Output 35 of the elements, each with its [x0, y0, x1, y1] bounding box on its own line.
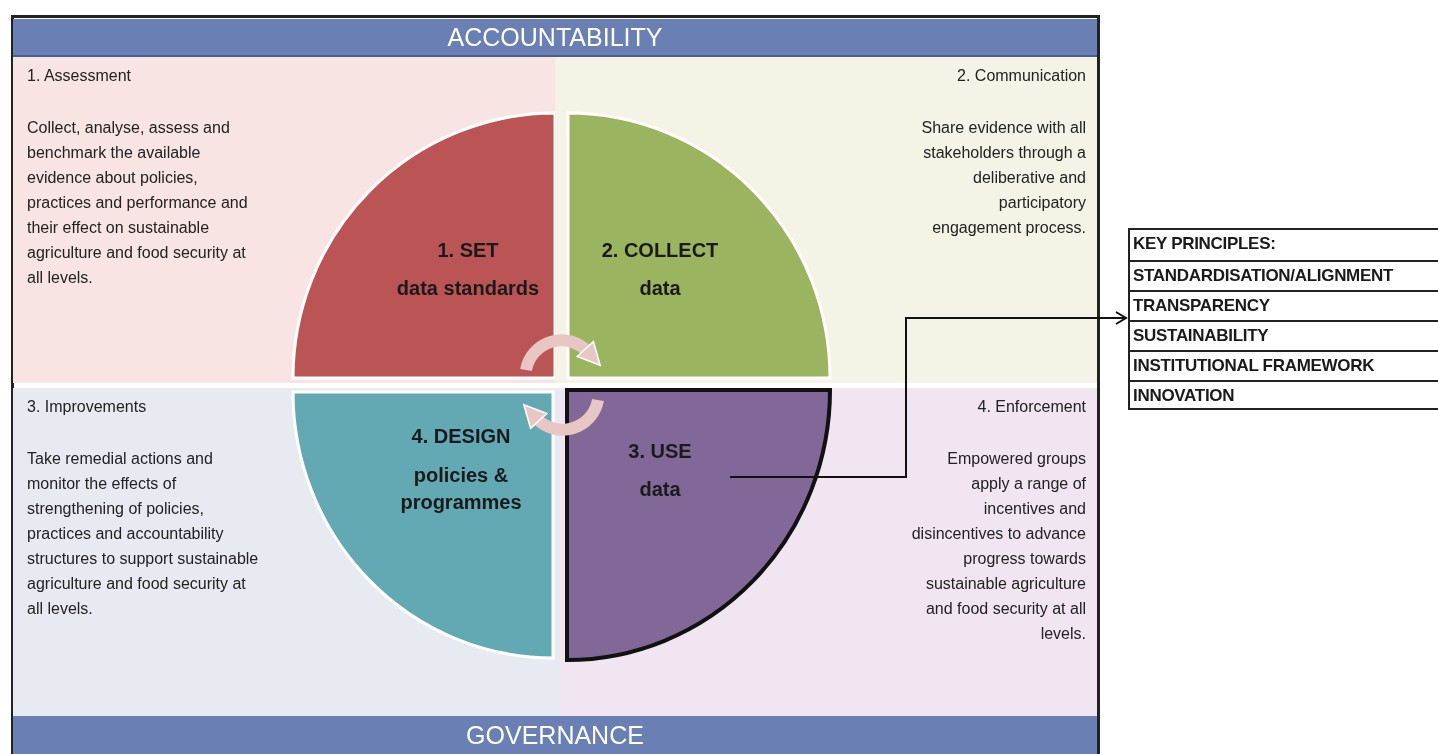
segment-label: 1. SET	[436, 238, 500, 263]
panel-heading: 2. Communication	[957, 67, 1086, 85]
panel-heading: 4. Enforcement	[977, 398, 1086, 416]
principles-table	[1128, 228, 1438, 410]
quadrant-panel	[13, 388, 560, 716]
connector-arrow	[729, 311, 1127, 478]
description-text: Empowered groups apply a range of incentives and disincentives to advance progress towards sustainable agriculture and food security at all levels.	[910, 449, 1086, 644]
quadrant-panel	[555, 57, 1097, 383]
segment-label: data standards	[395, 276, 541, 301]
segment-label: 2. COLLECT	[600, 238, 720, 263]
quadrant-panel	[13, 57, 555, 383]
quarter-circle-segment	[293, 113, 555, 378]
segment-label: policies & programmes	[399, 463, 523, 515]
table-cell: TRANSPARENCY	[1130, 290, 1438, 320]
segment-label: data	[638, 276, 682, 301]
description-text: Take remedial actions and monitor the effects of strengthening of policies, practices and accountability structures to support sustainable agriculture and food security at all levels.	[27, 449, 259, 619]
segment-label: 3. USE	[627, 439, 693, 464]
cycle-arrow	[522, 398, 604, 436]
quarter-circle-segment	[293, 392, 553, 658]
banner-band: GOVERNANCE	[13, 716, 1097, 754]
table-heading: KEY PRINCIPLES:	[1132, 233, 1277, 255]
table-cell: INNOVATION	[1130, 380, 1438, 410]
segment-label: data	[638, 477, 682, 502]
segment-label: 4. DESIGN	[410, 424, 512, 449]
panel-heading: 1. Assessment	[27, 67, 132, 85]
panel-heading: 3. Improvements	[27, 398, 147, 416]
description-text: Collect, analyse, assess and benchmark the available evidence about policies, practices and performance and their effect on sustainable agriculture and food security at all levels.	[27, 118, 249, 288]
quadrant-panel	[560, 388, 1097, 716]
table-cell: STANDARDISATION/ALIGNMENT	[1130, 260, 1438, 290]
table-cell: SUSTAINABILITY	[1130, 320, 1438, 350]
banner-band: ACCOUNTABILITY	[13, 19, 1097, 57]
quarter-circle-segment	[568, 113, 830, 378]
quarter-circle-segment	[567, 390, 830, 660]
description-text: Share evidence with all stakeholders through a deliberative and participatory engagement process.	[920, 118, 1086, 238]
table-cell: INSTITUTIONAL FRAMEWORK	[1130, 350, 1438, 380]
